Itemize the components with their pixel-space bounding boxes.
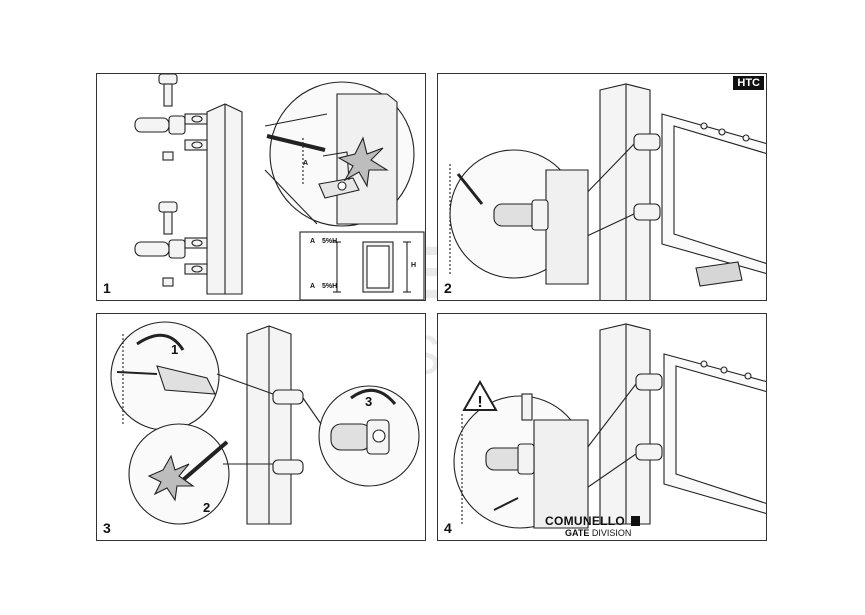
panel-number: 1 bbox=[103, 280, 111, 296]
svg-text:!: ! bbox=[477, 394, 482, 411]
dimension-label-pct-top: 5%H bbox=[322, 238, 338, 245]
dimension-label-h: H bbox=[411, 262, 417, 269]
brand-sub-bold: GATE bbox=[565, 528, 590, 538]
panel-number: 2 bbox=[444, 280, 452, 296]
panel-4-illustration: ! bbox=[453, 323, 766, 529]
panel-1-illustration bbox=[134, 74, 425, 300]
panel-2-illustration bbox=[449, 83, 766, 300]
panel-number: 4 bbox=[444, 520, 452, 536]
step-label-2: 2 bbox=[203, 500, 211, 515]
panel-number: 3 bbox=[103, 520, 111, 536]
dimension-label-pct-bottom: 5%H bbox=[322, 283, 338, 290]
panel-3-illustration bbox=[110, 321, 420, 525]
brand-sub: DIVISION bbox=[591, 528, 632, 538]
brand-logo-icon bbox=[630, 516, 640, 526]
step-panel-3: 1 2 3 3 bbox=[96, 313, 426, 541]
dimension-label-a-zoom: A bbox=[303, 160, 309, 167]
step-label-3: 3 bbox=[365, 394, 373, 409]
step-panel-2: HTC 2 bbox=[437, 73, 767, 301]
step-panel-1: A A 5%H A 5%H H 1 bbox=[96, 73, 426, 301]
step-panel-4: ! 4 bbox=[437, 313, 767, 541]
htc-badge: HTC bbox=[733, 76, 764, 90]
dimension-label-a-top: A bbox=[310, 238, 316, 245]
brand-logo: COMUNELLO GATE DIVISION bbox=[545, 514, 640, 538]
step-label-1: 1 bbox=[171, 342, 179, 357]
brand-name: COMUNELLO bbox=[545, 514, 626, 528]
dimension-label-a-bottom: A bbox=[310, 283, 316, 290]
